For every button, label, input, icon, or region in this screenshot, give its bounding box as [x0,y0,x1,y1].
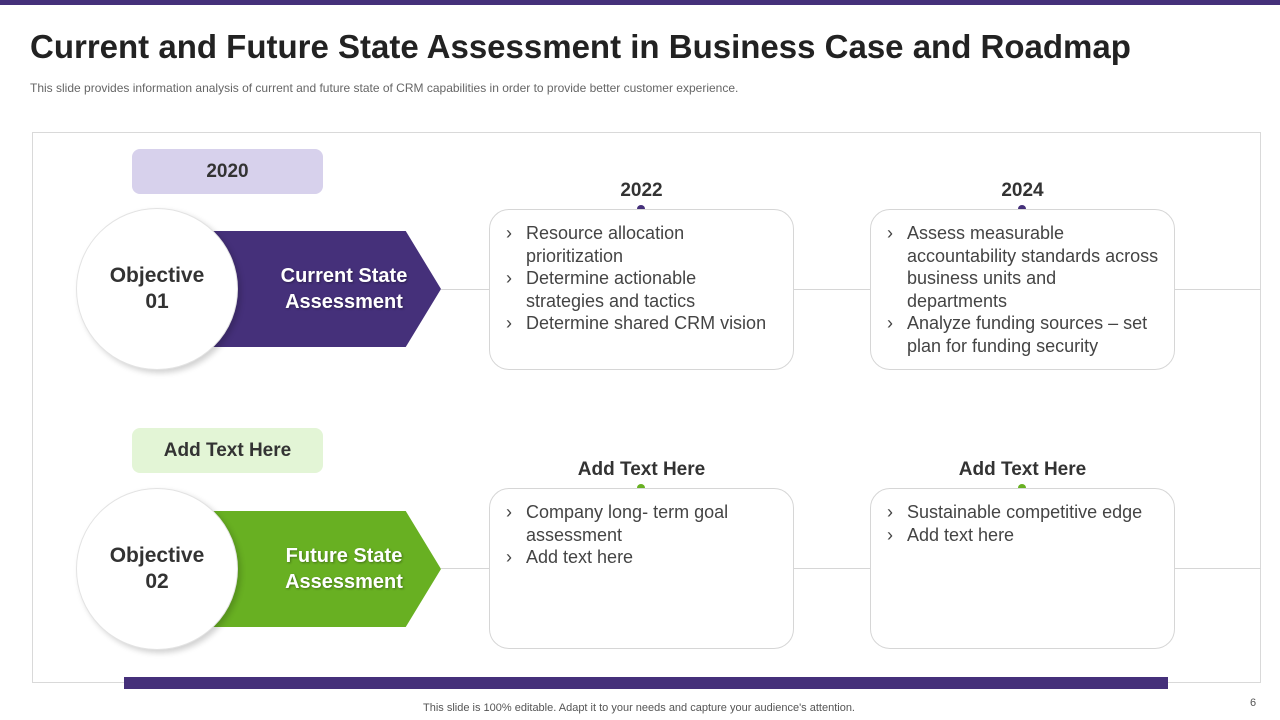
bullet-item: Determine actionable strategies and tact… [506,267,779,312]
page-number: 6 [1250,697,1257,709]
slide-title: Current and Future State Assessment in B… [30,28,1131,65]
bullet-item: Add text here [506,546,779,569]
bullet-item: Assess measurable accountability standar… [887,222,1160,312]
row-1-col-1-bullets: Resource allocation prioritization Deter… [506,222,779,335]
bullet-item: Add text here [887,524,1160,547]
row-2-assessment-label: Future State Assessment [285,545,403,593]
row-2-arrow-shape [206,511,441,627]
connector-line-row-2 [441,568,1261,569]
row-1-col-1-box: Resource allocation prioritization Deter… [489,209,794,370]
row-1-col-1-heading: 2022 [620,180,663,201]
row-1-col-2-heading: 2024 [1001,180,1044,201]
row-2-col-2-box: Sustainable competitive edge Add text he… [870,488,1175,649]
row-2-col-1-bullets: Company long- term goal assessment Add t… [506,501,779,569]
row-1-objective-circle: Objective 01 [76,208,238,370]
bullet-item: Resource allocation prioritization [506,222,779,267]
connector-line-row-1 [441,289,1261,290]
row-2-label: Add Text Here [132,428,323,473]
bottom-accent-bar [124,677,1168,689]
row-2-col-1-box: Company long- term goal assessment Add t… [489,488,794,649]
row-2-col-2-bullets: Sustainable competitive edge Add text he… [887,501,1160,546]
row-1-year-label: 2020 [132,149,323,194]
row-1-assessment-label: Current State Assessment [280,265,408,313]
row-1-col-2-bullets: Assess measurable accountability standar… [887,222,1160,357]
row-1-col-2-box: Assess measurable accountability standar… [870,209,1175,370]
row-2-col-1-heading: Add Text Here [577,459,706,480]
bullet-item: Determine shared CRM vision [506,312,779,335]
footer-note: This slide is 100% editable. Adapt it to… [423,702,855,714]
row-2-objective-circle: Objective 02 [76,488,238,650]
bullet-item: Analyze funding sources – set plan for f… [887,312,1160,357]
top-accent-bar [0,0,1280,5]
row-1-arrow-shape [206,231,441,347]
bullet-item: Sustainable competitive edge [887,501,1160,524]
slide-subtitle: This slide provides information analysis… [30,81,739,95]
bullet-item: Company long- term goal assessment [506,501,779,546]
row-2-col-2-heading: Add Text Here [958,459,1087,480]
